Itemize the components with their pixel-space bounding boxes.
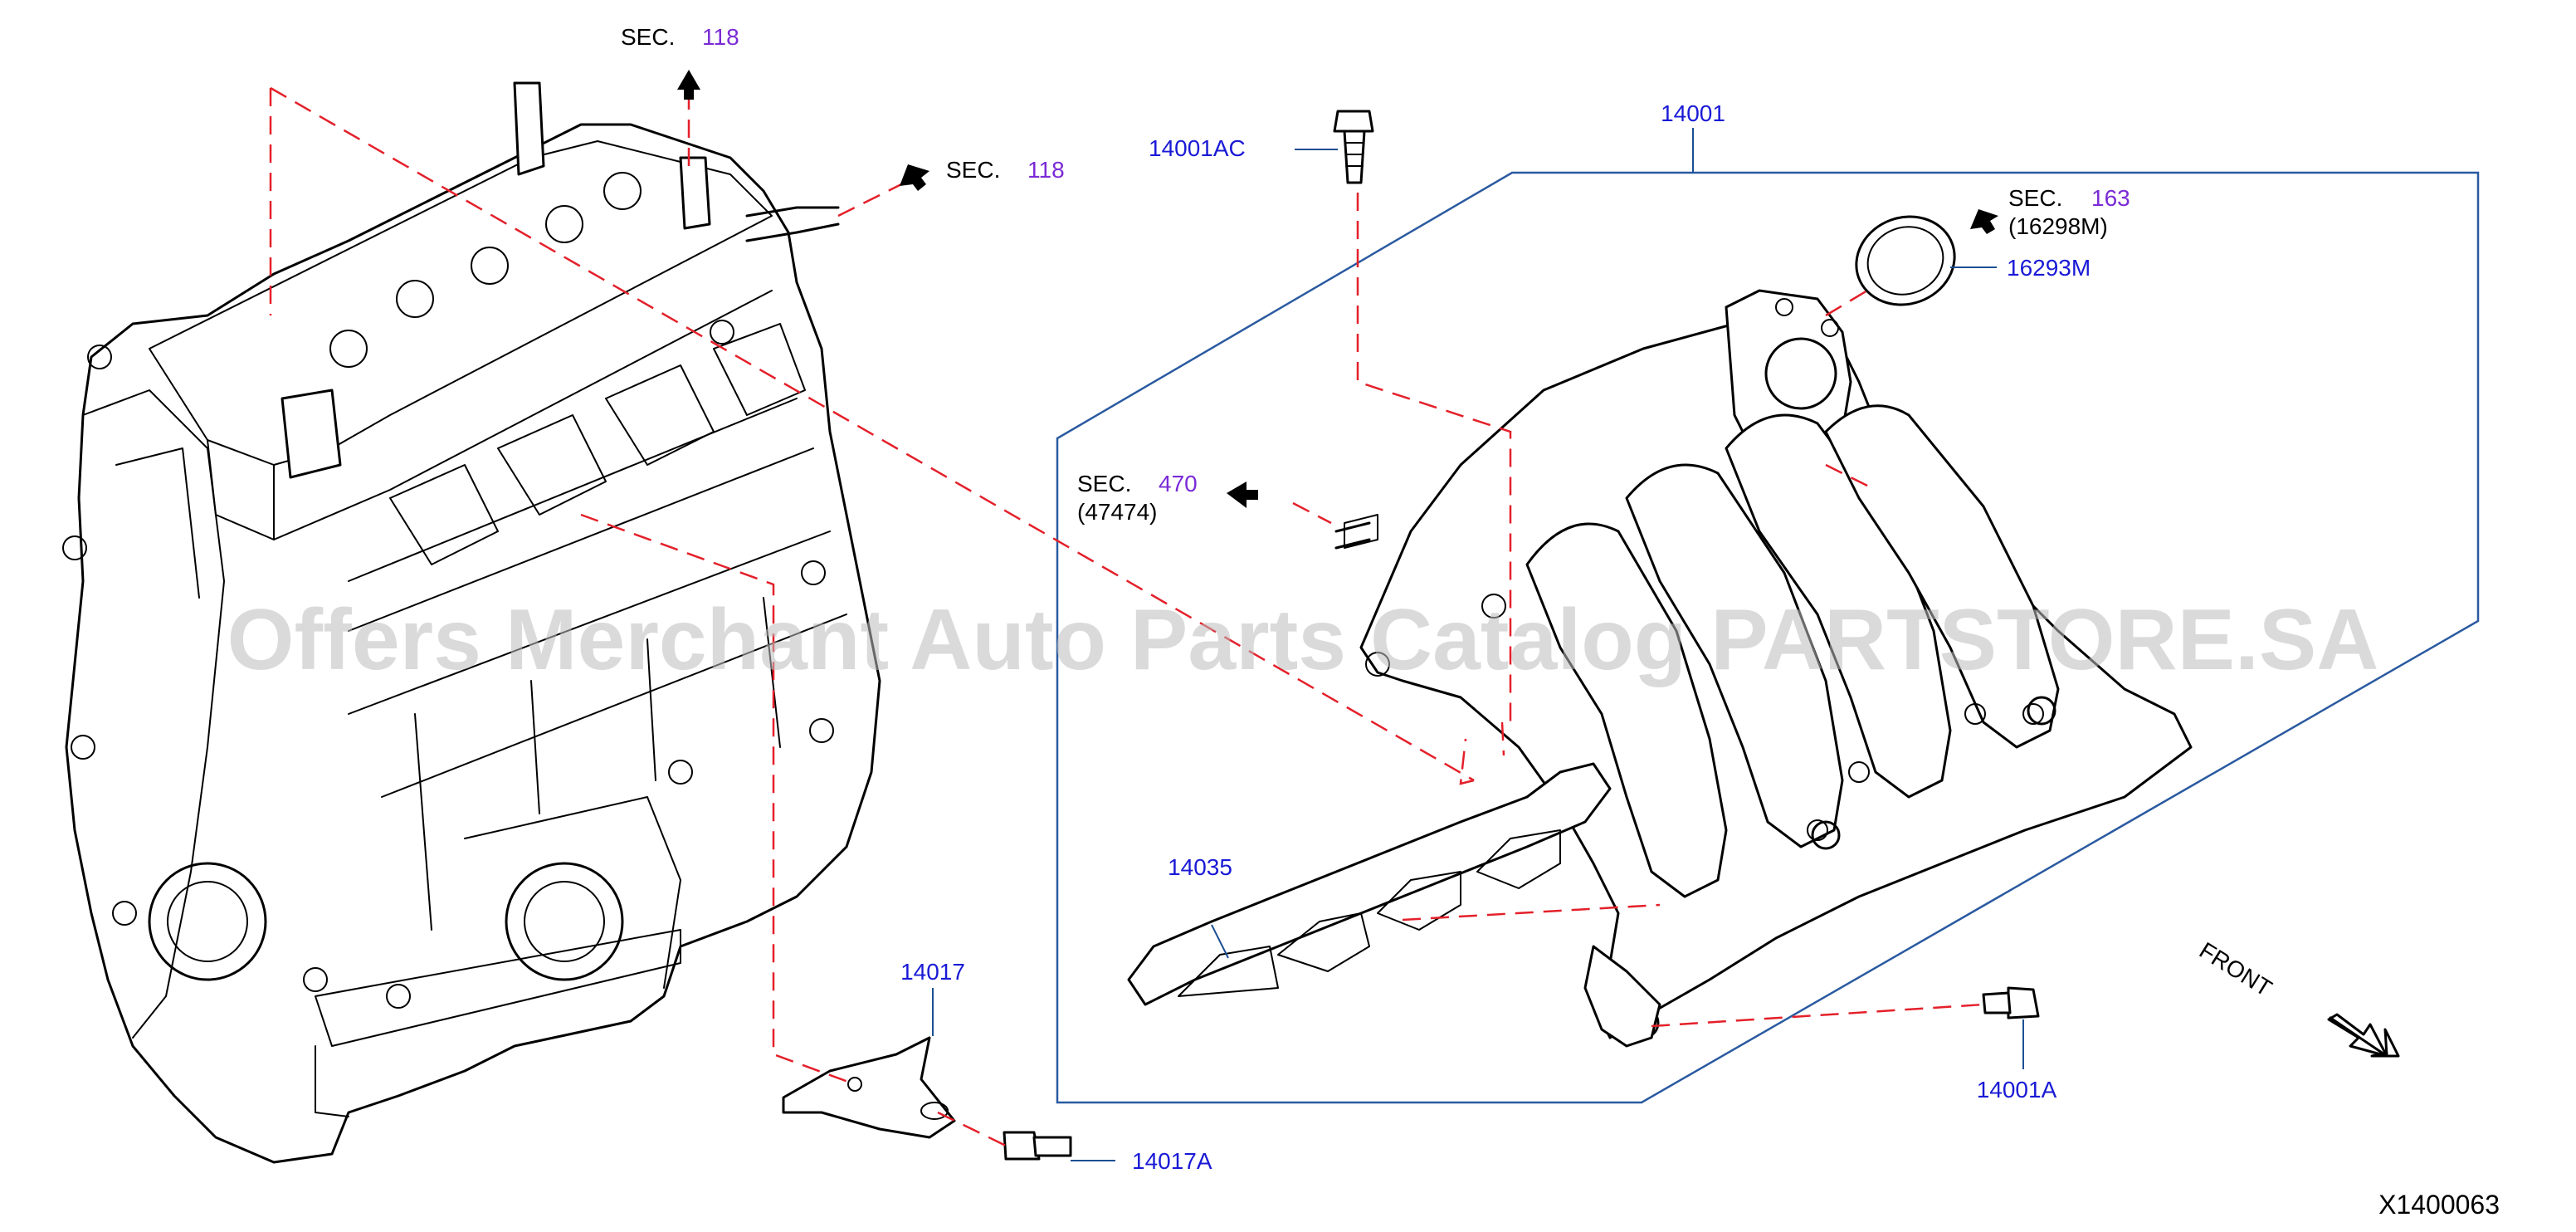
part-label-16293M[interactable]: 16293M <box>2007 255 2091 281</box>
section-ref-prefix: SEC. <box>946 157 1000 183</box>
bracket-14017 <box>782 1036 956 1139</box>
section-ref-prefix: SEC. <box>621 24 675 50</box>
section-arrow-s2 <box>900 164 929 191</box>
part-label-14001[interactable]: 14001 <box>1661 100 1725 126</box>
section-arrow-s3 <box>1970 209 1998 234</box>
front-label: FRONT <box>2195 937 2276 1001</box>
reference-lines <box>269 86 1984 1147</box>
section-ref-s1[interactable]: SEC. 118 <box>621 24 739 50</box>
section-ref-number[interactable]: 118 <box>1027 157 1065 183</box>
section-ref-number[interactable]: 470 <box>1159 471 1198 496</box>
part-label-14017A[interactable]: 14017A <box>1132 1148 1212 1174</box>
section-ref-s2[interactable]: SEC. 118 <box>946 157 1065 183</box>
section-ref-sub: (16298M) <box>2008 213 2108 239</box>
o-ring-16293M <box>1855 215 1956 306</box>
intake-manifold-illustration <box>1334 289 2193 1048</box>
catalog-code: X1400063 <box>2378 1190 2500 1220</box>
part-label-14001A[interactable]: 14001A <box>1977 1077 2057 1102</box>
part-label-14017[interactable]: 14017 <box>900 959 965 985</box>
part-label-14035[interactable]: 14035 <box>1168 854 1232 880</box>
section-arrow-s4 <box>1227 482 1258 508</box>
bolt-14001A <box>1982 986 2040 1019</box>
bolt-14017A <box>1003 1131 1072 1161</box>
section-arrow-s1 <box>677 70 700 100</box>
section-ref-prefix: SEC. <box>1077 471 1131 496</box>
bolt-14001AC <box>1333 110 1374 184</box>
section-ref-s3[interactable]: SEC. 163 (16298M) <box>2008 185 2130 239</box>
assembly-outline-14001 <box>1056 171 2480 1104</box>
watermark-text: Offers Merchant Auto Parts Catalog PARTS… <box>227 592 2379 688</box>
section-ref-s4[interactable]: SEC. 470 (47474) <box>1077 471 1198 525</box>
section-ref-number[interactable]: 163 <box>2091 185 2130 211</box>
leader-lines <box>932 149 2024 1161</box>
front-arrow-icon <box>2327 1013 2400 1058</box>
part-label-14001AC[interactable]: 14001AC <box>1149 135 1246 161</box>
engine-block-illustration <box>62 81 881 1164</box>
section-ref-number[interactable]: 118 <box>702 24 739 50</box>
section-ref-sub: (47474) <box>1077 499 1158 525</box>
gasket-14035 <box>1127 762 1612 1006</box>
section-ref-prefix: SEC. <box>2008 185 2062 211</box>
